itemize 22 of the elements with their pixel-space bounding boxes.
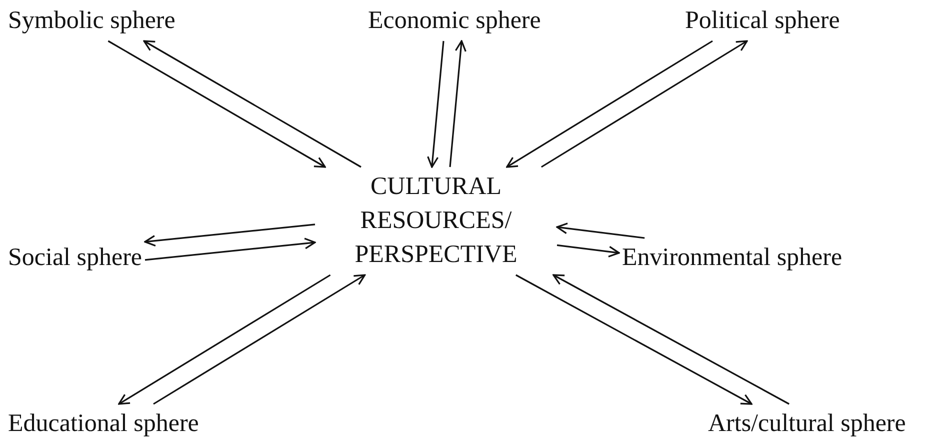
arrow xyxy=(153,274,366,405)
arrow xyxy=(144,224,316,247)
arrow xyxy=(556,244,620,258)
central-concept-text: CULTURAL RESOURCES/ PERSPECTIVE xyxy=(318,170,554,272)
sphere-label: Arts/cultural sphere xyxy=(708,407,906,441)
arrow xyxy=(506,40,713,168)
arrow xyxy=(556,222,645,239)
sphere-label: Political sphere xyxy=(685,4,840,38)
arrow xyxy=(516,274,752,405)
arrow xyxy=(540,40,748,168)
arrow xyxy=(449,40,466,168)
arrow xyxy=(108,40,326,168)
arrow xyxy=(144,238,316,261)
sphere-label: Economic sphere xyxy=(368,4,541,38)
arrow xyxy=(427,40,444,168)
sphere-label: Educational sphere xyxy=(8,407,199,441)
sphere-label: Social sphere xyxy=(8,241,142,275)
arrow xyxy=(118,274,331,405)
sphere-label: Symbolic sphere xyxy=(8,4,176,38)
arrow xyxy=(552,274,790,405)
arrow xyxy=(143,40,362,168)
sphere-label: Environmental sphere xyxy=(622,241,842,275)
